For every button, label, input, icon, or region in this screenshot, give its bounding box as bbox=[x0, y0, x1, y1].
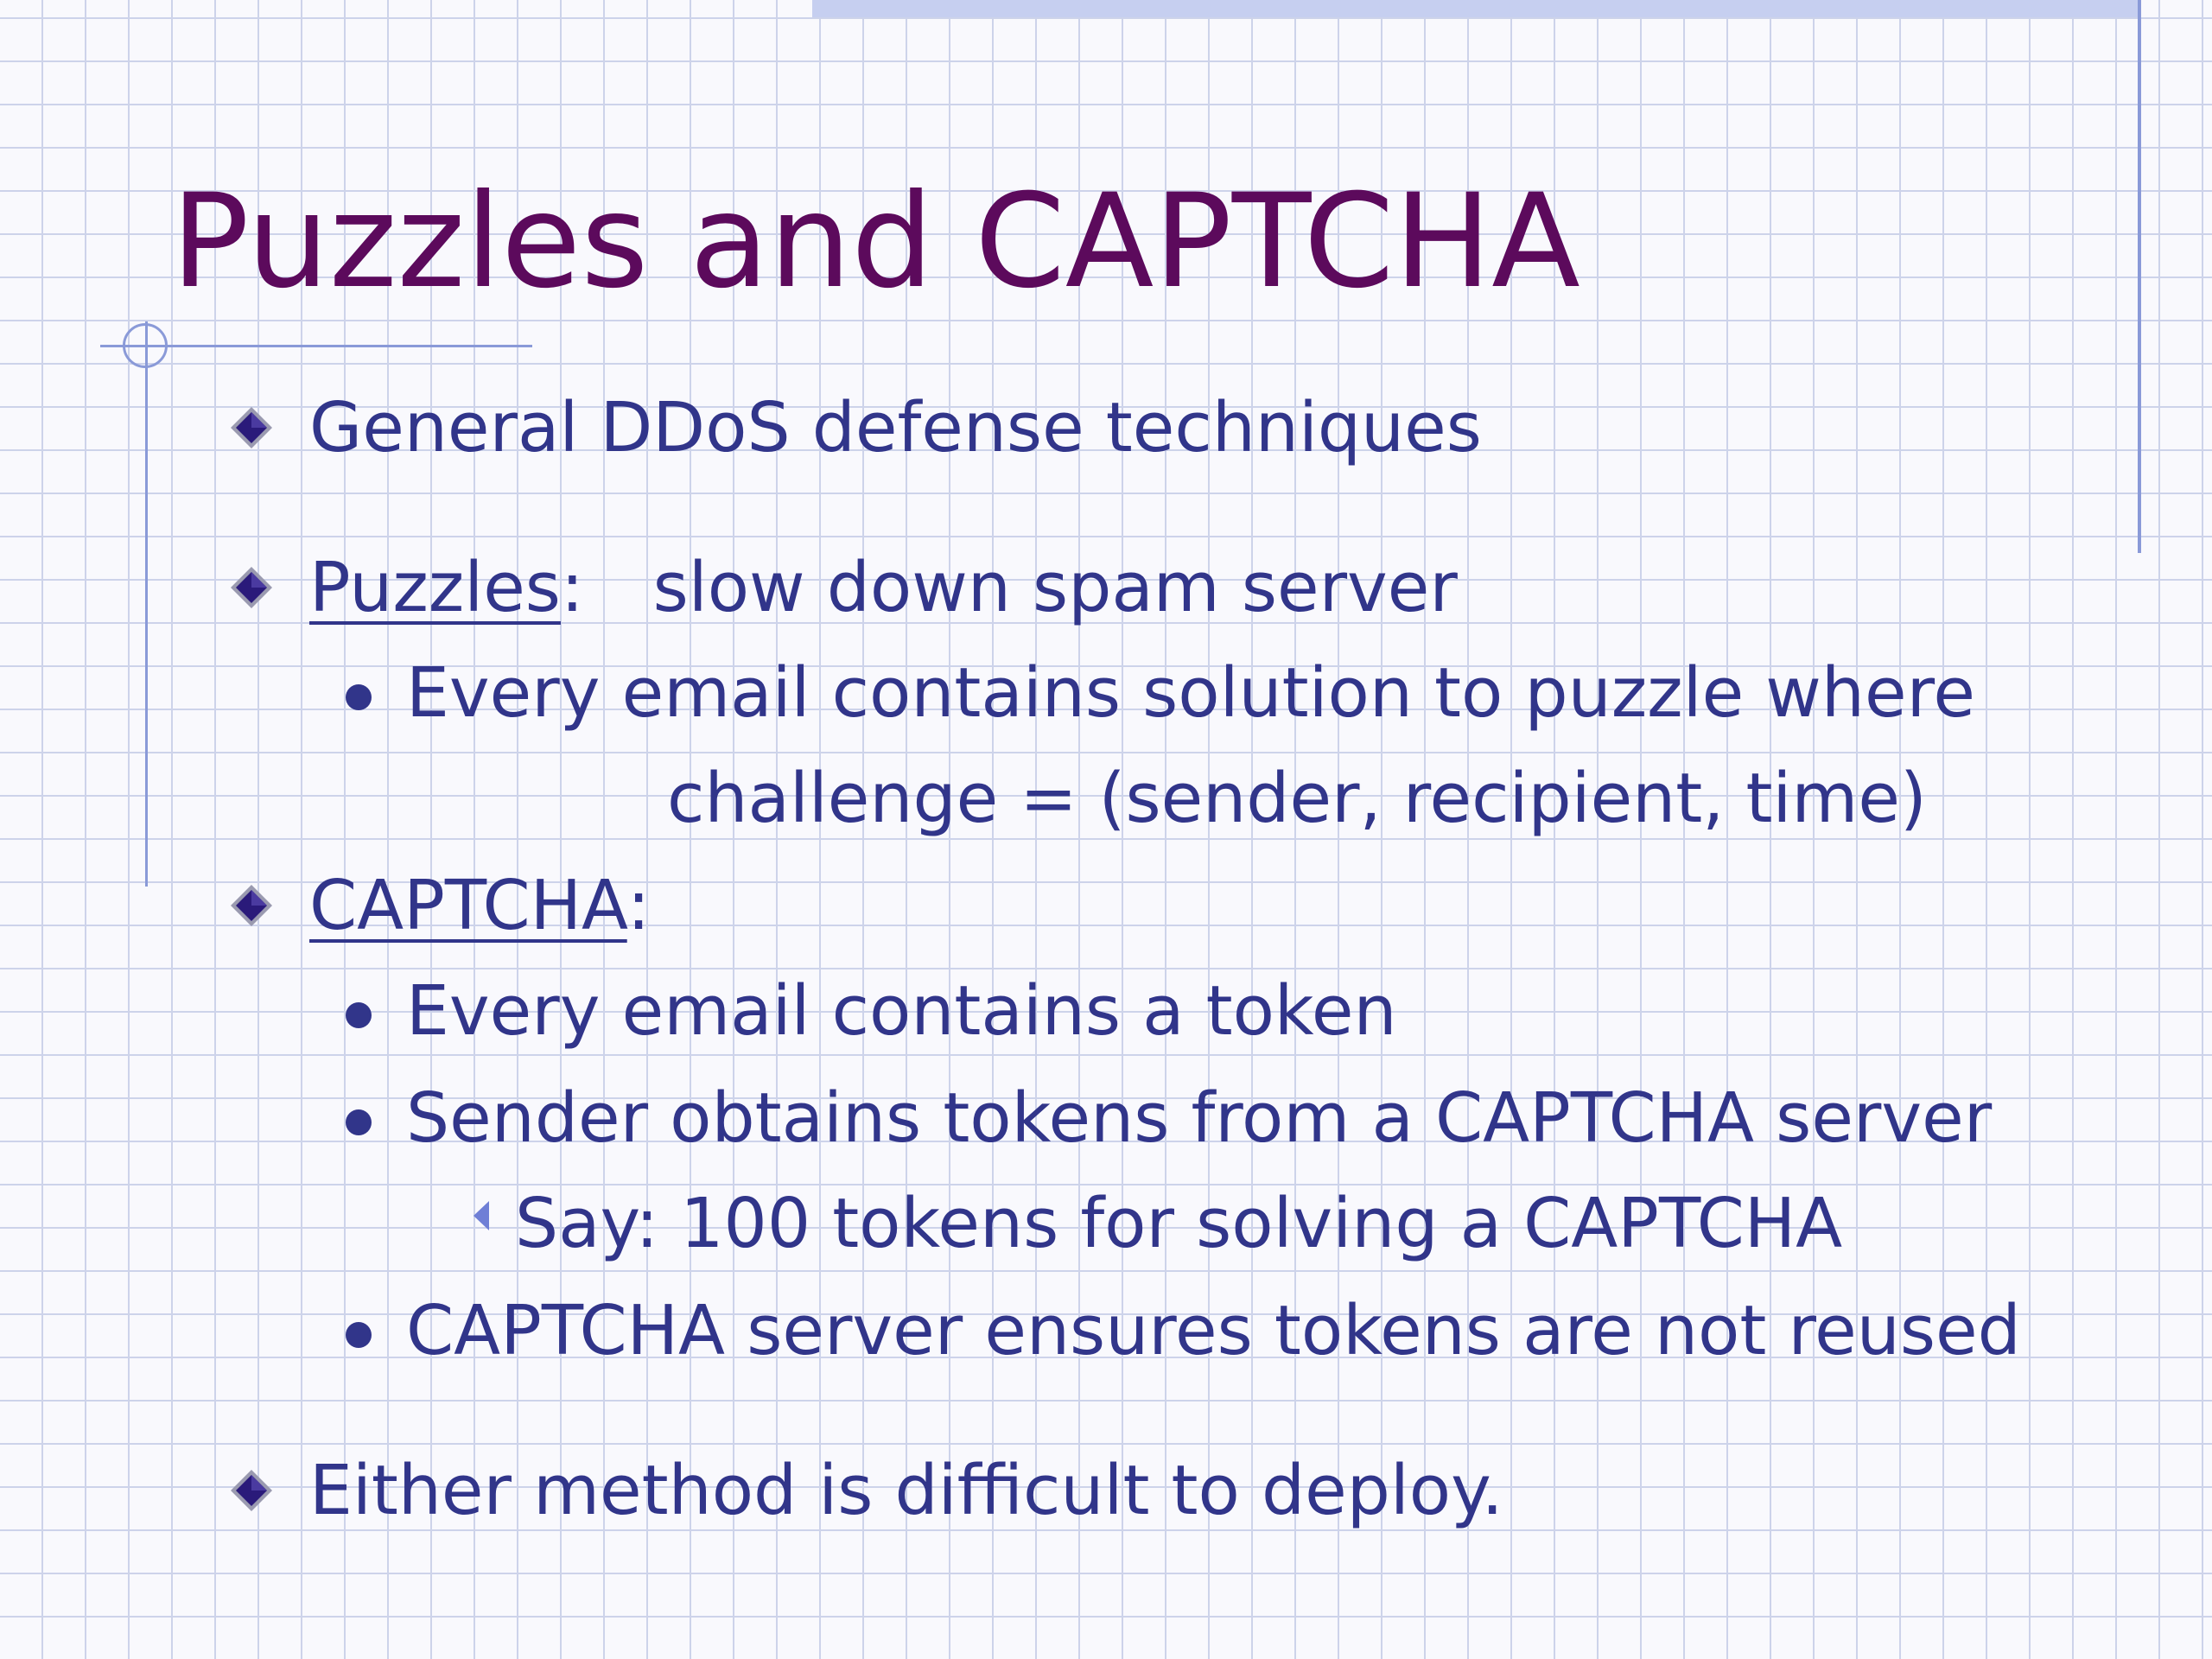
captcha-sub-server-text: Sender obtains tokens from a CAPTCHA ser… bbox=[406, 1078, 1993, 1158]
bullet-general: General DDoS defense techniques bbox=[231, 385, 1482, 471]
captcha-sub-item-server: Sender obtains tokens from a CAPTCHA ser… bbox=[346, 1075, 1993, 1161]
slide-title: Puzzles and CAPTCHA bbox=[171, 167, 1580, 317]
puzzles-sub-continuation: challenge = (sender, recipient, time) bbox=[667, 759, 1927, 838]
bullet-general-text: General DDoS defense techniques bbox=[309, 388, 1482, 467]
captcha-sub-item-reuse: CAPTCHA server ensures tokens are not re… bbox=[346, 1287, 2021, 1374]
bullet-either-text: Either method is difficult to deploy. bbox=[309, 1451, 1503, 1530]
captcha-sub-sub-item: Say: 100 tokens for solving a CAPTCHA bbox=[474, 1180, 1843, 1267]
left-accent-line bbox=[145, 321, 148, 887]
crosshair-circle-icon bbox=[123, 323, 168, 368]
diamond-bullet-icon bbox=[231, 407, 272, 448]
title-underline-accent bbox=[100, 345, 532, 347]
captcha-sub-reuse-text: CAPTCHA server ensures tokens are not re… bbox=[406, 1291, 2021, 1370]
captcha-separator: : bbox=[626, 866, 651, 945]
top-accent-bar bbox=[812, 0, 2139, 17]
captcha-sub-sub-text: Say: 100 tokens for solving a CAPTCHA bbox=[515, 1184, 1843, 1263]
round-bullet-icon bbox=[346, 1322, 372, 1348]
puzzles-sub-item: Every email contains solution to puzzle … bbox=[346, 650, 1975, 736]
captcha-term: CAPTCHA bbox=[309, 866, 627, 945]
round-bullet-icon bbox=[346, 1002, 372, 1028]
diamond-bullet-icon bbox=[231, 567, 272, 608]
bullet-puzzles: Puzzles: slow down spam server bbox=[231, 544, 1458, 631]
puzzles-sub-text: Every email contains solution to puzzle … bbox=[406, 653, 1975, 733]
triangle-bullet-icon bbox=[474, 1201, 489, 1230]
captcha-sub-item-token: Every email contains a token bbox=[346, 968, 1397, 1054]
captcha-sub-token-text: Every email contains a token bbox=[406, 971, 1397, 1051]
diamond-bullet-icon bbox=[231, 885, 272, 926]
puzzles-separator: : bbox=[560, 548, 584, 627]
bullet-either: Either method is difficult to deploy. bbox=[231, 1447, 1503, 1534]
diamond-bullet-icon bbox=[231, 1470, 272, 1511]
puzzles-term: Puzzles bbox=[309, 548, 561, 627]
right-accent-line bbox=[2138, 0, 2141, 553]
round-bullet-icon bbox=[346, 1109, 372, 1135]
round-bullet-icon bbox=[346, 684, 372, 710]
puzzles-description: slow down spam server bbox=[652, 548, 1458, 627]
bullet-captcha: CAPTCHA: bbox=[231, 862, 651, 949]
